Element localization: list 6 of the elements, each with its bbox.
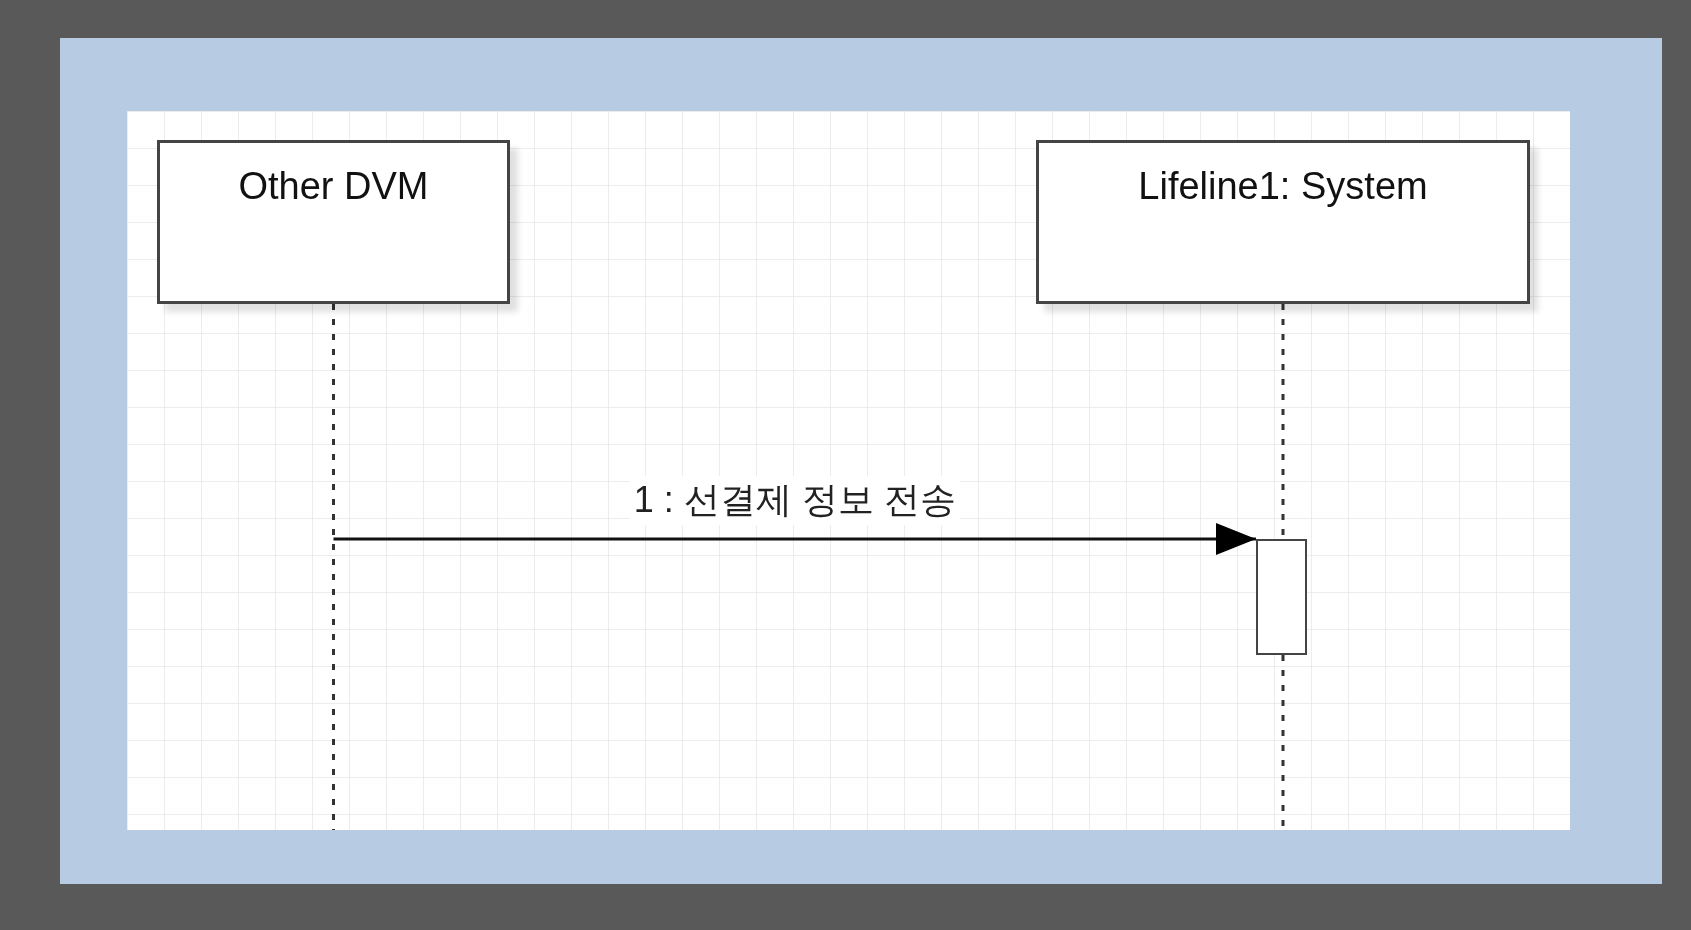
message-arrow <box>333 523 1256 555</box>
lifeline <box>332 304 335 830</box>
lifeline-box: Other DVM <box>157 140 510 304</box>
lifeline-box: Lifeline1: System <box>1036 140 1530 304</box>
message-label: 1 : 선결제 정보 전송 <box>629 476 960 525</box>
activation-bar <box>1256 539 1307 655</box>
